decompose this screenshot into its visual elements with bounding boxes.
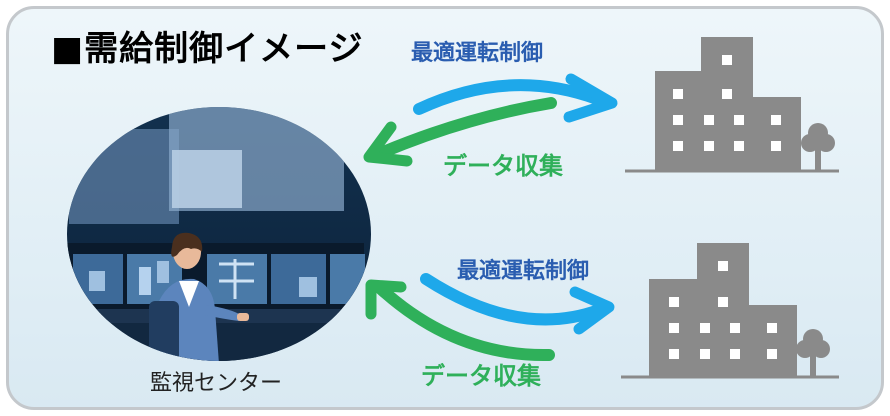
monitoring-center-illustration bbox=[67, 107, 371, 361]
tree-icon-lower bbox=[796, 329, 830, 377]
lower-collect-arrow bbox=[365, 279, 555, 362]
tree-icon bbox=[801, 123, 835, 171]
upper-control-arrow bbox=[413, 73, 618, 123]
lower-control-label: 最適運転制御 bbox=[457, 259, 590, 284]
diagram-frame: ■需給制御イメージ bbox=[6, 6, 884, 410]
lower-control-arrow bbox=[420, 273, 615, 335]
diagram-graphics bbox=[67, 37, 839, 379]
upper-control-label: 最適運転制御 bbox=[411, 41, 544, 66]
page-title: ■需給制御イメージ bbox=[51, 29, 364, 69]
building-icon-lower bbox=[621, 243, 839, 379]
upper-collect-arrow bbox=[363, 97, 557, 167]
building-icon bbox=[625, 37, 839, 173]
lower-collect-label: データ収集 bbox=[421, 362, 541, 390]
monitoring-center-label: 監視センター bbox=[150, 371, 283, 396]
upper-collect-label: データ収集 bbox=[443, 152, 563, 180]
